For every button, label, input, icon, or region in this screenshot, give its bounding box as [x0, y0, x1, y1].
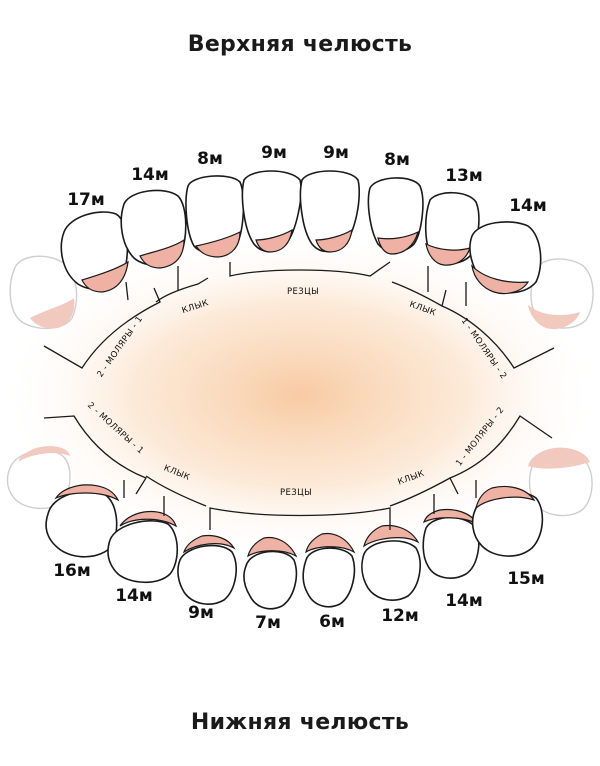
- lower-label-incisors: РЕЗЦЫ: [280, 488, 312, 498]
- lower-age-tooth-8: 15м: [507, 569, 545, 589]
- lower-ghost-molar-right: [528, 447, 593, 517]
- lower-tooth-second-molar-left: [45, 484, 120, 558]
- upper-tooth-canine-left: [185, 175, 245, 258]
- upper-ghost-molar-left: [9, 255, 78, 329]
- lower-tooth-lateral-incisor-left: [243, 536, 298, 610]
- upper-age-tooth-2: 14м: [131, 165, 169, 185]
- lower-tooth-canine-right: [422, 508, 480, 579]
- lower-bracket-canine-left: [145, 475, 207, 516]
- upper-age-tooth-4: 9м: [261, 143, 287, 163]
- lower-bracket-canine-right: [389, 477, 451, 514]
- lower-age-tooth-1: 16м: [53, 561, 91, 581]
- upper-jaw-title: Верхняя челюсть: [187, 32, 413, 57]
- lower-age-tooth-5: 6м: [319, 612, 345, 632]
- lower-age-tooth-4: 7м: [255, 613, 281, 633]
- upper-age-tooth-6: 8м: [384, 150, 410, 170]
- upper-age-tooth-5: 9м: [323, 143, 349, 163]
- lower-bracket-molars-left: [43, 415, 147, 498]
- upper-age-tooth-1: 17м: [67, 190, 105, 210]
- lower-age-tooth-3: 9м: [188, 603, 214, 623]
- upper-tooth-first-molar-left: [120, 189, 187, 269]
- upper-age-tooth-3: 8м: [197, 149, 223, 169]
- upper-ghost-molar-right: [528, 258, 594, 330]
- lower-age-tooth-7: 14м: [445, 591, 483, 611]
- upper-tooth-second-molar-left: [60, 211, 129, 293]
- upper-tooth-lateral-incisor-left: [241, 170, 302, 253]
- lower-tooth-central-incisor-right: [302, 532, 356, 608]
- upper-bracket-molars-left: [43, 281, 161, 369]
- upper-age-tooth-8: 14м: [509, 196, 547, 216]
- lower-age-tooth-2: 14м: [115, 586, 153, 606]
- lower-bracket-molars-right: [449, 415, 553, 498]
- upper-tooth-canine-right: [424, 191, 480, 266]
- upper-bracket-incisors: [229, 261, 391, 277]
- lower-tooth-first-molar-right: [471, 485, 544, 557]
- upper-bracket-molars-right: [441, 282, 555, 369]
- upper-label-incisors: РЕЗЦЫ: [287, 287, 319, 297]
- lower-tooth-lateral-incisor-right: [361, 524, 421, 601]
- upper-tooth-central-incisor-right: [299, 170, 361, 253]
- lower-jaw-title: Нижняя челюсть: [190, 710, 410, 735]
- upper-tooth-lateral-incisor-right: [367, 177, 424, 255]
- upper-tooth-first-molar-right: [469, 221, 542, 295]
- upper-bracket-canine-right: [391, 266, 443, 307]
- upper-age-tooth-7: 13м: [445, 166, 483, 186]
- lower-tooth-canine-left: [177, 534, 237, 605]
- lower-bracket-incisors: [209, 507, 391, 530]
- lower-tooth-first-molar-left: [107, 510, 179, 584]
- lower-age-tooth-6: 12м: [381, 606, 419, 626]
